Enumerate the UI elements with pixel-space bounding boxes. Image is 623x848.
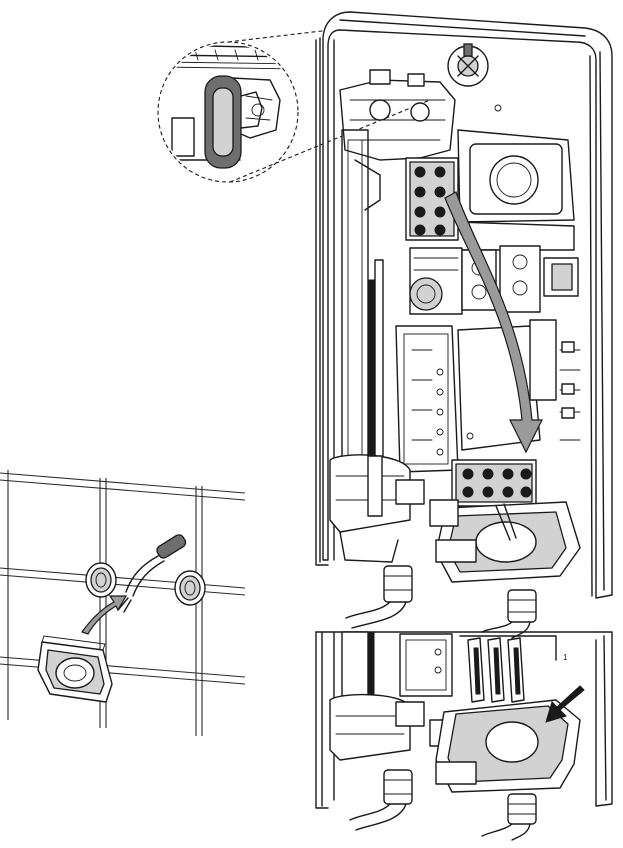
wall-opening-right [174,570,206,606]
terminal-fins [459,635,557,703]
installation-arrow-main [444,191,543,454]
wall-opening-left [85,562,117,598]
removal-arrow-lower [545,685,585,723]
water-pipes-upper [345,539,537,639]
supply-cable [117,534,187,613]
detail-mark-label: 1 [563,653,568,662]
terminal-block-lower [451,459,537,507]
main-heater-view [315,11,613,639]
cable-grommet-part [37,635,113,703]
electronics-board [395,319,581,473]
mid-components [409,245,579,315]
left-fittings [329,454,459,563]
lower-detail-view: 1 [315,631,613,841]
top-knob [447,43,489,87]
water-pipes-lower [349,761,537,841]
grommet-closeup [204,75,265,169]
control-module [457,129,575,251]
installation-arrow-left [81,595,128,635]
